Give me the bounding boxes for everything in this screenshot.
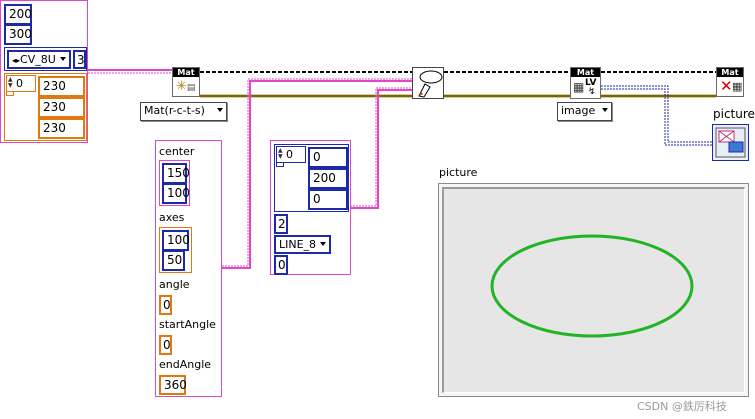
center-x[interactable]: 150 xyxy=(162,163,190,184)
picture-terminal[interactable] xyxy=(712,124,749,161)
chevron-down-icon xyxy=(320,242,326,246)
mat-create-title: Mat xyxy=(173,68,199,77)
color-array-index[interactable]: ▲▼ 0 xyxy=(276,146,306,163)
index-spinner-icon[interactable]: ▲▼ xyxy=(8,76,13,89)
picture-indicator[interactable] xyxy=(438,183,749,397)
picture-terminal-label: picture xyxy=(713,107,755,121)
start-angle-label: startAngle xyxy=(159,318,216,331)
close-icon: ✕ xyxy=(720,77,733,95)
chevron-down-icon xyxy=(602,108,608,112)
picture-icon xyxy=(715,127,746,158)
axes-size-cluster: 100 50 xyxy=(159,227,192,273)
mat-release-title: Mat xyxy=(717,68,743,77)
picture-indicator-label: picture xyxy=(439,166,478,179)
angle-constant[interactable]: 0 xyxy=(159,295,172,315)
grid-icon: ▦ xyxy=(732,80,743,93)
color-element-0[interactable]: 0 xyxy=(308,147,348,168)
scalar-element-2[interactable]: 230 xyxy=(38,118,85,139)
angle-label: angle xyxy=(159,278,190,291)
constructor-selector[interactable]: Mat(r-c-t-s) xyxy=(140,102,227,121)
scalar-array-frame: ▲▼ 0 230 230 230 xyxy=(4,73,87,141)
thickness-constant[interactable]: 2 xyxy=(274,214,288,234)
center-point-cluster: 150 100 xyxy=(159,160,190,206)
sparkle-icon: ✳▤ xyxy=(176,79,196,94)
mat-create-node[interactable]: Mat ✳▤ xyxy=(172,67,200,97)
scalar-element-0[interactable]: 230 xyxy=(38,76,85,97)
mat-to-lv-image-node[interactable]: Mat ▦ LV ↯ xyxy=(570,67,601,99)
chevron-down-icon xyxy=(217,108,223,112)
output-selector-value: image xyxy=(561,104,596,117)
rows-constant[interactable]: 200 xyxy=(4,4,32,25)
start-angle-constant[interactable]: 0 xyxy=(159,335,172,355)
center-label: center xyxy=(159,145,195,158)
end-angle-constant[interactable]: 360 xyxy=(159,375,187,395)
axes-height[interactable]: 50 xyxy=(162,250,185,271)
picture-canvas xyxy=(444,189,744,392)
color-element-1[interactable]: 200 xyxy=(308,168,348,189)
drawn-ellipse xyxy=(490,234,694,338)
index-spinner-icon[interactable]: ▲▼ xyxy=(278,147,283,160)
output-selector[interactable]: image xyxy=(557,102,612,121)
grid-icon: ▦ xyxy=(573,80,585,94)
chevron-down-icon xyxy=(60,57,66,61)
arrow-icon: ↯ xyxy=(588,87,596,97)
color-array-frame: ▲▼ 0 0 200 0 xyxy=(274,144,349,212)
type-channels-subcluster: ◂▸CV_8U 3 xyxy=(4,47,87,71)
end-angle-label: endAngle xyxy=(159,358,212,371)
line-type-value: LINE_8 xyxy=(279,238,317,251)
picture-display-area xyxy=(442,187,745,393)
watermark: CSDN @鉄厉科技 xyxy=(637,400,727,413)
shift-constant[interactable]: 0 xyxy=(274,255,288,275)
scalar-element-1[interactable]: 230 xyxy=(38,97,85,118)
center-y[interactable]: 100 xyxy=(162,183,190,204)
type-ring[interactable]: ◂▸CV_8U xyxy=(7,50,71,69)
axes-width[interactable]: 100 xyxy=(162,230,190,251)
index-bracket xyxy=(276,163,284,167)
axes-label: axes xyxy=(159,211,185,224)
index-bracket xyxy=(6,92,14,96)
color-line-cluster[interactable]: ▲▼ 0 0 200 0 2 LINE_8 0 xyxy=(270,140,351,275)
mat-size-type-cluster[interactable]: 200 300 ◂▸CV_8U 3 ▲▼ 0 230 230 230 xyxy=(0,0,88,143)
lv-badge: LV xyxy=(585,78,597,88)
array-index[interactable]: ▲▼ 0 xyxy=(6,75,36,92)
ellipse-pencil-icon xyxy=(418,70,443,98)
cols-constant[interactable]: 300 xyxy=(4,24,32,45)
channels-constant[interactable]: 3 xyxy=(73,50,86,69)
mat-lv-title: Mat xyxy=(571,68,600,77)
mat-release-node[interactable]: Mat ✕ ▦ xyxy=(716,67,744,97)
constructor-selector-value: Mat(r-c-t-s) xyxy=(144,104,205,117)
draw-ellipse-node[interactable] xyxy=(412,67,444,99)
line-type-ring[interactable]: LINE_8 xyxy=(274,235,331,254)
array-index-value: 0 xyxy=(16,77,23,90)
ring-arrows-icon: ◂▸ xyxy=(12,56,21,65)
color-array-index-value: 0 xyxy=(286,148,293,161)
type-ring-value: CV_8U xyxy=(20,53,56,66)
color-element-2[interactable]: 0 xyxy=(308,189,348,210)
ellipse-params-cluster[interactable]: center 150 100 axes 100 50 angle 0 start… xyxy=(155,140,222,397)
